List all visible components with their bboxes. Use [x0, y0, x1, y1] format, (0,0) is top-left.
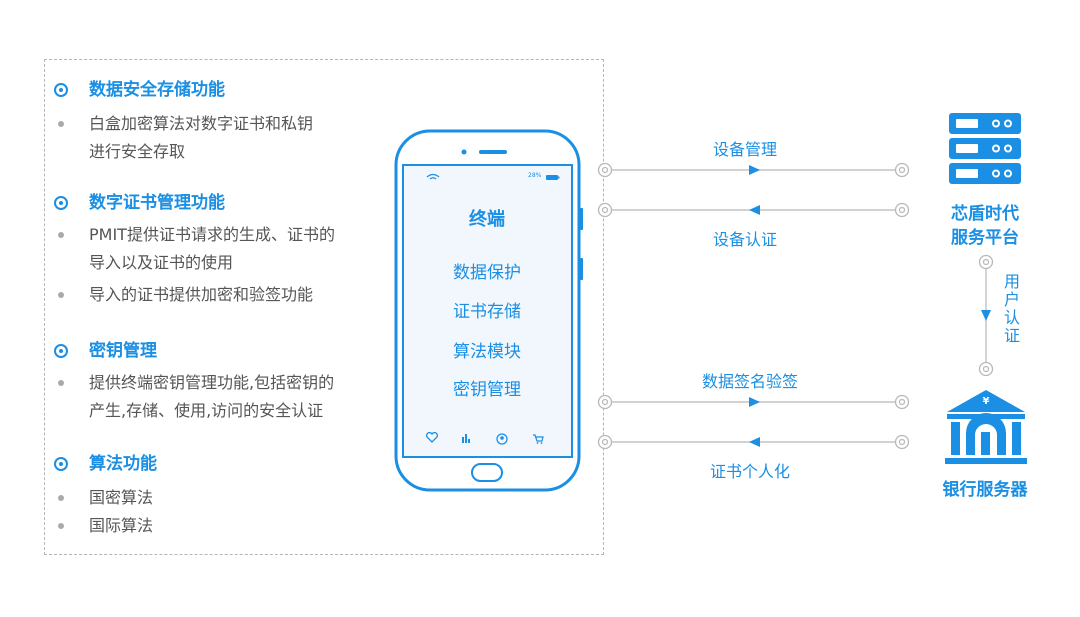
feature-title: 数字证书管理功能 — [89, 193, 225, 213]
camera-icon — [461, 149, 467, 155]
feature-panel: 数据安全存储功能 白盒加密算法对数字证书和私钥 进行安全存取 数字证书管理功能 … — [44, 59, 604, 555]
link-label-device-auth: 设备认证 — [713, 230, 778, 249]
arrow-left-icon — [749, 437, 760, 447]
cart-icon — [533, 434, 544, 444]
yen-symbol: ¥ — [982, 396, 990, 407]
feature-item-text: 提供终端密钥管理功能,包括密钥的 产生,存储、使用,访问的安全认证 — [89, 373, 335, 420]
link-label-cert-personal: 证书个人化 — [710, 462, 791, 481]
link-label-data-sign: 数据签名验签 — [702, 372, 799, 391]
feature-item-text: 白盒加密算法对数字证书和私钥 进行安全存取 — [89, 114, 314, 161]
arrow-left-icon — [749, 205, 760, 215]
wifi-icon — [426, 173, 440, 178]
heart-icon — [425, 431, 439, 443]
connector-data-sign — [597, 394, 910, 410]
bank-icon — [945, 390, 1027, 464]
bullet-icon — [58, 380, 64, 386]
radio-icon — [54, 344, 68, 358]
link-label-user-auth: 用户认证 — [1003, 272, 1020, 345]
feature-item-text: PMIT提供证书请求的生成、证书的 导入以及证书的使用 — [89, 225, 335, 272]
feature-title: 算法功能 — [89, 454, 157, 474]
server-icon — [949, 113, 1021, 184]
phone-menu-item: 证书存储 — [453, 302, 521, 322]
connector-device-auth — [597, 202, 910, 218]
chart-icon — [462, 434, 470, 443]
feature-item-text: 国密算法 — [89, 488, 154, 507]
radio-icon — [54, 83, 68, 97]
bullet-icon — [58, 292, 64, 298]
phone-menu-item: 密钥管理 — [453, 380, 521, 400]
link-label-device-mgmt: 设备管理 — [713, 140, 778, 159]
bullet-icon — [58, 495, 64, 501]
arrow-right-icon — [749, 397, 760, 407]
phone-title: 终端 — [469, 209, 505, 230]
radio-icon — [54, 457, 68, 471]
connector-cert-personal — [597, 434, 910, 450]
home-button-icon — [471, 463, 503, 482]
radio-icon — [54, 196, 68, 210]
connector-device-mgmt — [597, 162, 910, 178]
feature-item-text: 导入的证书提供加密和验签功能 — [89, 285, 314, 304]
arrow-down-icon — [981, 310, 991, 321]
feature-title: 密钥管理 — [89, 341, 157, 361]
speaker-icon — [479, 150, 507, 154]
bullet-icon — [58, 232, 64, 238]
bank-label: 银行服务器 — [942, 480, 1028, 500]
feature-item-text: 国际算法 — [89, 516, 154, 535]
arrow-right-icon — [749, 165, 760, 175]
phone-illustration — [394, 129, 583, 492]
battery-icon — [546, 175, 558, 180]
bullet-icon — [58, 523, 64, 529]
platform-label: 芯盾时代 服务平台 — [951, 204, 1019, 248]
phone-menu-item: 数据保护 — [453, 263, 521, 283]
bullet-icon — [58, 121, 64, 127]
feature-title: 数据安全存储功能 — [89, 80, 225, 100]
phone-menu-item: 算法模块 — [453, 342, 521, 362]
connector-user-auth — [978, 254, 994, 377]
battery-percent: 28% — [528, 172, 542, 179]
user-icon — [496, 433, 508, 445]
